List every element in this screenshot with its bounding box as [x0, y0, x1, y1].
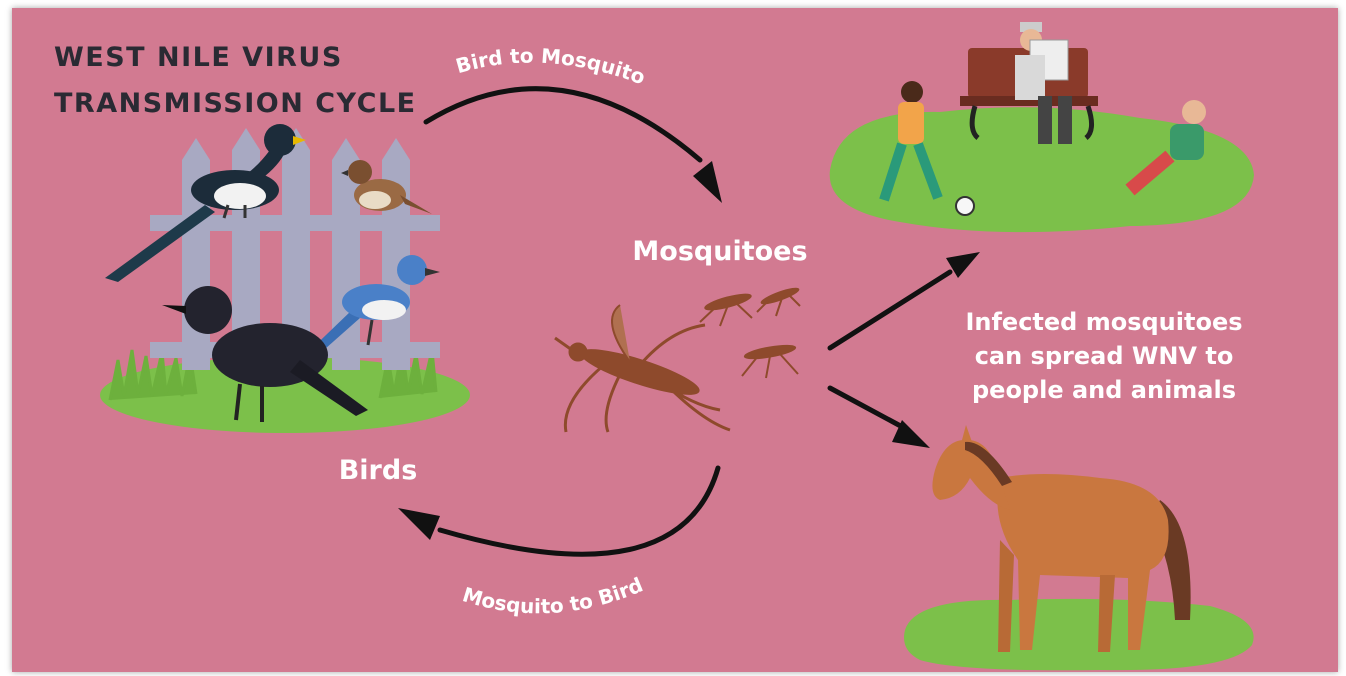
- label-mosquito-to-bird: Mosquito to Bird: [460, 572, 647, 618]
- label-bird-to-mosquito-path: Bird to Mosquito: [453, 44, 649, 90]
- birds-illustration: [100, 124, 470, 433]
- mosquito-small-3: [742, 343, 798, 378]
- arrowhead-bird-to-mosquito: [693, 161, 722, 203]
- title-line-2: TRANSMISSION CYCLE: [54, 88, 417, 119]
- spread-text-line-3: people and animals: [972, 376, 1236, 404]
- label-mosquitoes: Mosquitoes: [632, 236, 807, 267]
- title-line-1: WEST NILE VIRUS: [54, 42, 343, 73]
- horse-grass-patch: [904, 599, 1254, 670]
- arrow-bird-to-mosquito: [426, 89, 700, 160]
- label-birds: Birds: [339, 455, 418, 486]
- people-illustration: [830, 22, 1254, 232]
- mosquito-large: [555, 305, 730, 432]
- mosquito-small-1: [700, 291, 752, 326]
- arrow-to-people: [830, 272, 950, 348]
- soccer-ball: [956, 197, 974, 215]
- arrowhead-mosquito-to-bird: [398, 508, 440, 540]
- arrow-mosquito-to-bird: [440, 468, 718, 554]
- label-bird-to-mosquito: Bird to Mosquito: [453, 44, 649, 90]
- mosquito-small-2: [757, 285, 800, 316]
- mosquitoes-illustration: [555, 285, 800, 432]
- label-mosquito-to-bird-path: Mosquito to Bird: [460, 572, 647, 618]
- spread-text-line-2: can spread WNV to: [975, 342, 1234, 370]
- arrow-to-horse: [830, 388, 908, 430]
- horse-ears: [962, 425, 972, 442]
- spread-text-line-1: Infected mosquitoes: [965, 308, 1242, 336]
- horse-illustration: [904, 425, 1254, 670]
